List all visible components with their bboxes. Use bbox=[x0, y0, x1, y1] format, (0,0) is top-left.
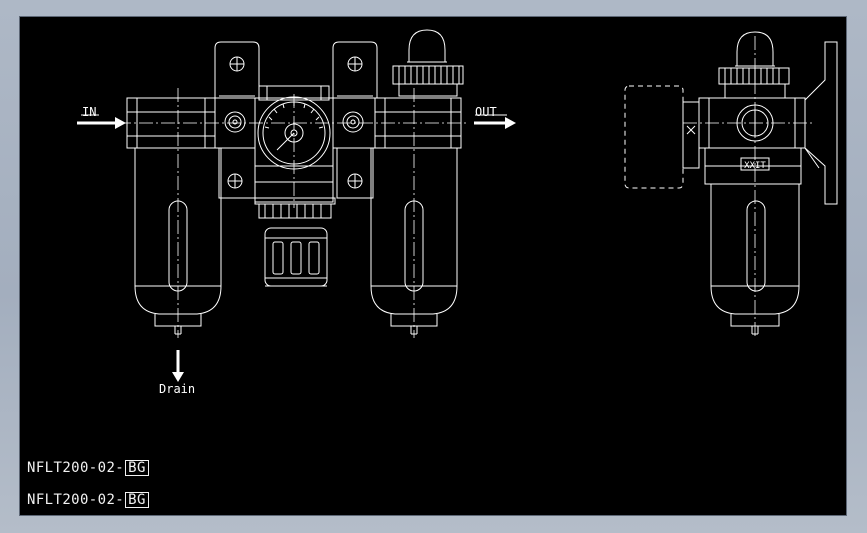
front-view bbox=[126, 29, 464, 335]
side-view bbox=[682, 31, 838, 335]
regulator-ports bbox=[332, 97, 376, 199]
part-number-2: NFLT200-02-BG bbox=[27, 491, 149, 509]
left-bracket bbox=[214, 41, 260, 98]
regulator-knob bbox=[254, 197, 336, 287]
right-bracket bbox=[332, 41, 378, 98]
part-number-1: NFLT200-02-BG bbox=[27, 459, 149, 477]
center-lines bbox=[117, 36, 815, 338]
part-number-prefix: NFLT200-02- bbox=[27, 492, 125, 508]
filter-head bbox=[126, 97, 256, 199]
inlet-arrow bbox=[77, 114, 126, 129]
phantom-outline bbox=[624, 85, 684, 189]
cad-drawing: XXIT IN OUT Drain bbox=[77, 29, 838, 396]
cad-viewport[interactable]: XXIT IN OUT Drain NFLT200-02-BG NFLT200-… bbox=[19, 16, 847, 516]
drain-arrow bbox=[172, 350, 184, 382]
inlet-label: IN bbox=[82, 105, 96, 119]
part-number-suffix: BG bbox=[125, 460, 149, 476]
lubricator-cap bbox=[392, 29, 464, 97]
filter-bowl bbox=[134, 148, 222, 335]
part-number-suffix: BG bbox=[125, 492, 149, 508]
outlet-label: OUT bbox=[475, 105, 497, 119]
part-number-prefix: NFLT200-02- bbox=[27, 460, 125, 476]
svg-text:XXIT: XXIT bbox=[744, 161, 766, 171]
side-badge: XXIT bbox=[740, 157, 770, 171]
outlet-arrow bbox=[474, 114, 516, 129]
drain-label: Drain bbox=[159, 382, 195, 396]
lubricator-bowl bbox=[370, 148, 458, 335]
